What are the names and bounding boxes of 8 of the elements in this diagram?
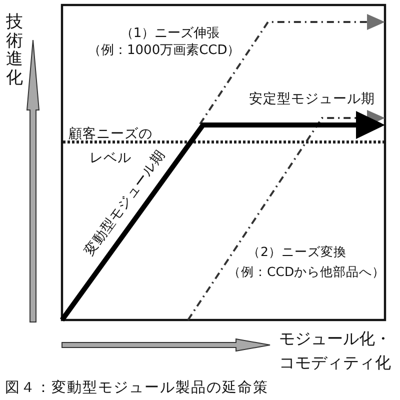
annotation-text: （例：CCDから他部品へ）	[228, 264, 383, 280]
annotation-text: （1）ニーズ伸張	[119, 26, 221, 43]
annotation-text: （2）ニーズ変換	[246, 244, 348, 260]
annotation-text: （例：1000万画素CCD）	[88, 43, 238, 60]
phase-label: 安定型モジュール期	[249, 91, 375, 109]
axis-label: 技術進化	[6, 13, 23, 88]
caption: 図４：変動型モジュール製品の延命策	[5, 380, 268, 398]
axis-label: モジュール化・コモディティ化	[279, 328, 392, 374]
